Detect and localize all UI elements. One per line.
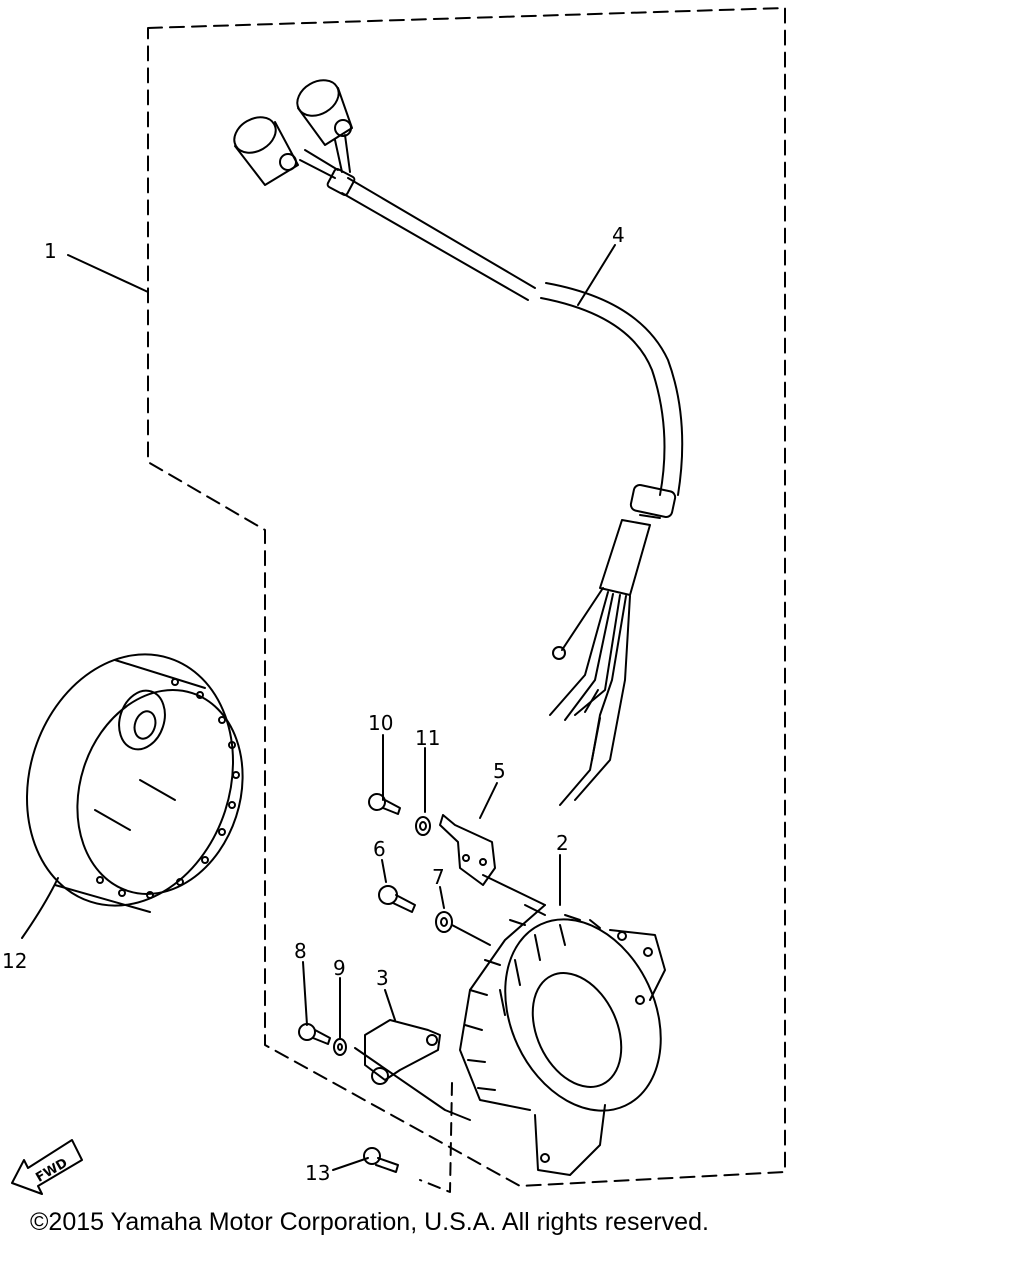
leader-6 bbox=[381, 859, 387, 883]
stator-assembly bbox=[459, 904, 666, 1176]
copyright-notice: ©2015 Yamaha Motor Corporation, U.S.A. A… bbox=[30, 1208, 709, 1236]
callout-11: 11 bbox=[415, 726, 440, 750]
callout-8: 8 bbox=[294, 939, 307, 963]
callout-3: 3 bbox=[376, 966, 389, 990]
callout-6: 6 bbox=[373, 837, 386, 861]
callout-12: 12 bbox=[2, 949, 27, 973]
washer-7 bbox=[435, 911, 491, 946]
leader-5 bbox=[479, 782, 498, 819]
washer-11 bbox=[415, 816, 431, 836]
leader-12 bbox=[21, 877, 59, 939]
flywheel-rotor bbox=[25, 653, 244, 913]
callout-4: 4 bbox=[612, 223, 625, 247]
leader-8 bbox=[302, 961, 308, 1026]
callout-13: 13 bbox=[305, 1161, 330, 1185]
callout-1: 1 bbox=[44, 239, 57, 263]
leader-7 bbox=[439, 886, 445, 909]
bracket bbox=[439, 814, 546, 906]
screw-10 bbox=[368, 793, 401, 815]
washer-9 bbox=[333, 1038, 347, 1056]
leader-3 bbox=[384, 989, 396, 1021]
assembly-boundary bbox=[147, 7, 786, 1187]
callout-7: 7 bbox=[432, 865, 445, 889]
callout-2: 2 bbox=[556, 831, 569, 855]
fwd-arrow-icon bbox=[11, 1139, 83, 1195]
leader-4 bbox=[577, 244, 616, 306]
screw-13 bbox=[363, 1147, 399, 1173]
leader-1 bbox=[67, 254, 149, 293]
callout-10: 10 bbox=[368, 711, 393, 735]
leader-13 bbox=[332, 1157, 369, 1171]
callout-9: 9 bbox=[333, 956, 346, 980]
pulser-coil bbox=[354, 1019, 471, 1121]
wire-harness bbox=[233, 79, 684, 806]
screw-8 bbox=[298, 1023, 331, 1045]
screw-6 bbox=[378, 885, 416, 913]
bolt-13-guide bbox=[419, 1082, 453, 1193]
callout-5: 5 bbox=[493, 759, 506, 783]
